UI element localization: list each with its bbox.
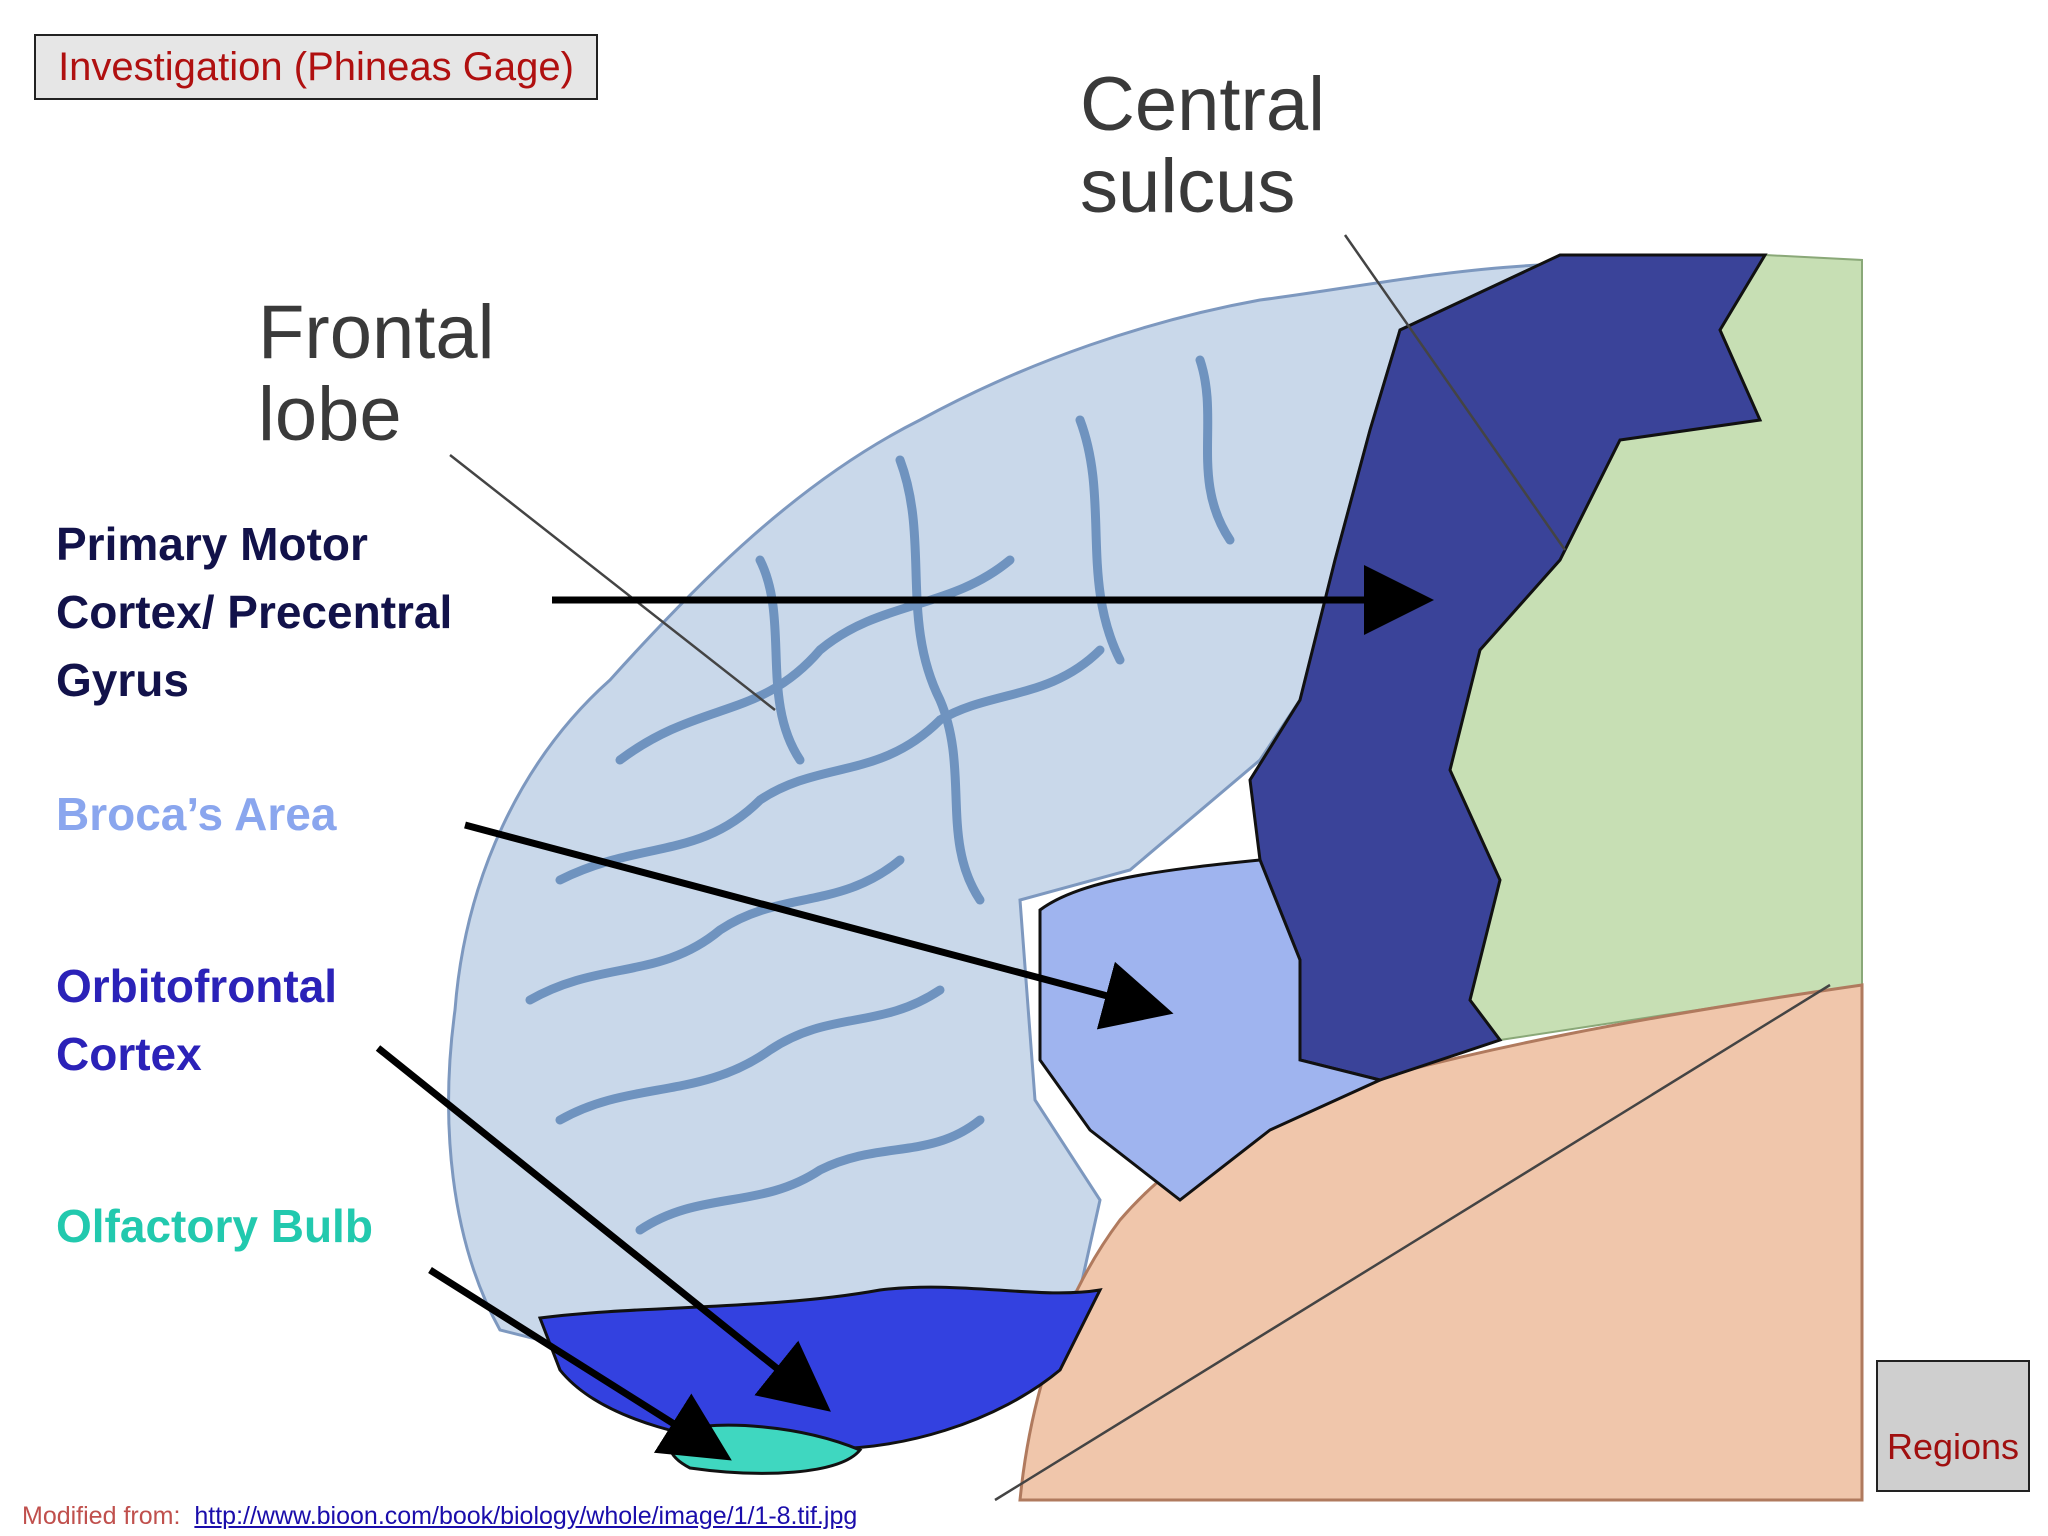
central-sulcus-leader-line [1343,234,1567,551]
orbitofrontal-arrow [375,1045,831,1412]
frontal-sulci [525,355,1235,1235]
primary-motor-cortex-label: Primary Motor Cortex/ Precentral Gyrus [56,518,453,706]
frontal-lobe-region [447,263,1541,1362]
image-credit: Modified from: http://www.bioon.com/book/… [22,1502,857,1531]
regions-button[interactable]: Regions [1876,1360,2030,1492]
frontal-lobe-label: Frontal lobe [258,290,495,457]
credit-link[interactable]: http://www.bioon.com/book/biology/whole/… [194,1502,858,1530]
temporal-leader-line [994,983,1831,1502]
credit-prefix: Modified from: [22,1502,181,1530]
frontal-lobe-leader-line [449,454,776,711]
primary-motor-cortex-region [1248,253,1768,1082]
brocas-area-region [1038,858,1385,1202]
broca-arrow [464,821,1174,1030]
olfactory-bulb-label: Olfactory Bulb [56,1200,373,1252]
orbitofrontal-cortex-region [537,1285,1103,1451]
slide-title: Investigation (Phineas Gage) [34,34,598,100]
olfactory-arrow [428,1267,732,1461]
brocas-area-label: Broca’s Area [56,788,337,840]
orbitofrontal-cortex-label: Orbitofrontal Cortex [56,960,338,1080]
central-sulcus-label: Central sulcus [1080,62,1325,229]
